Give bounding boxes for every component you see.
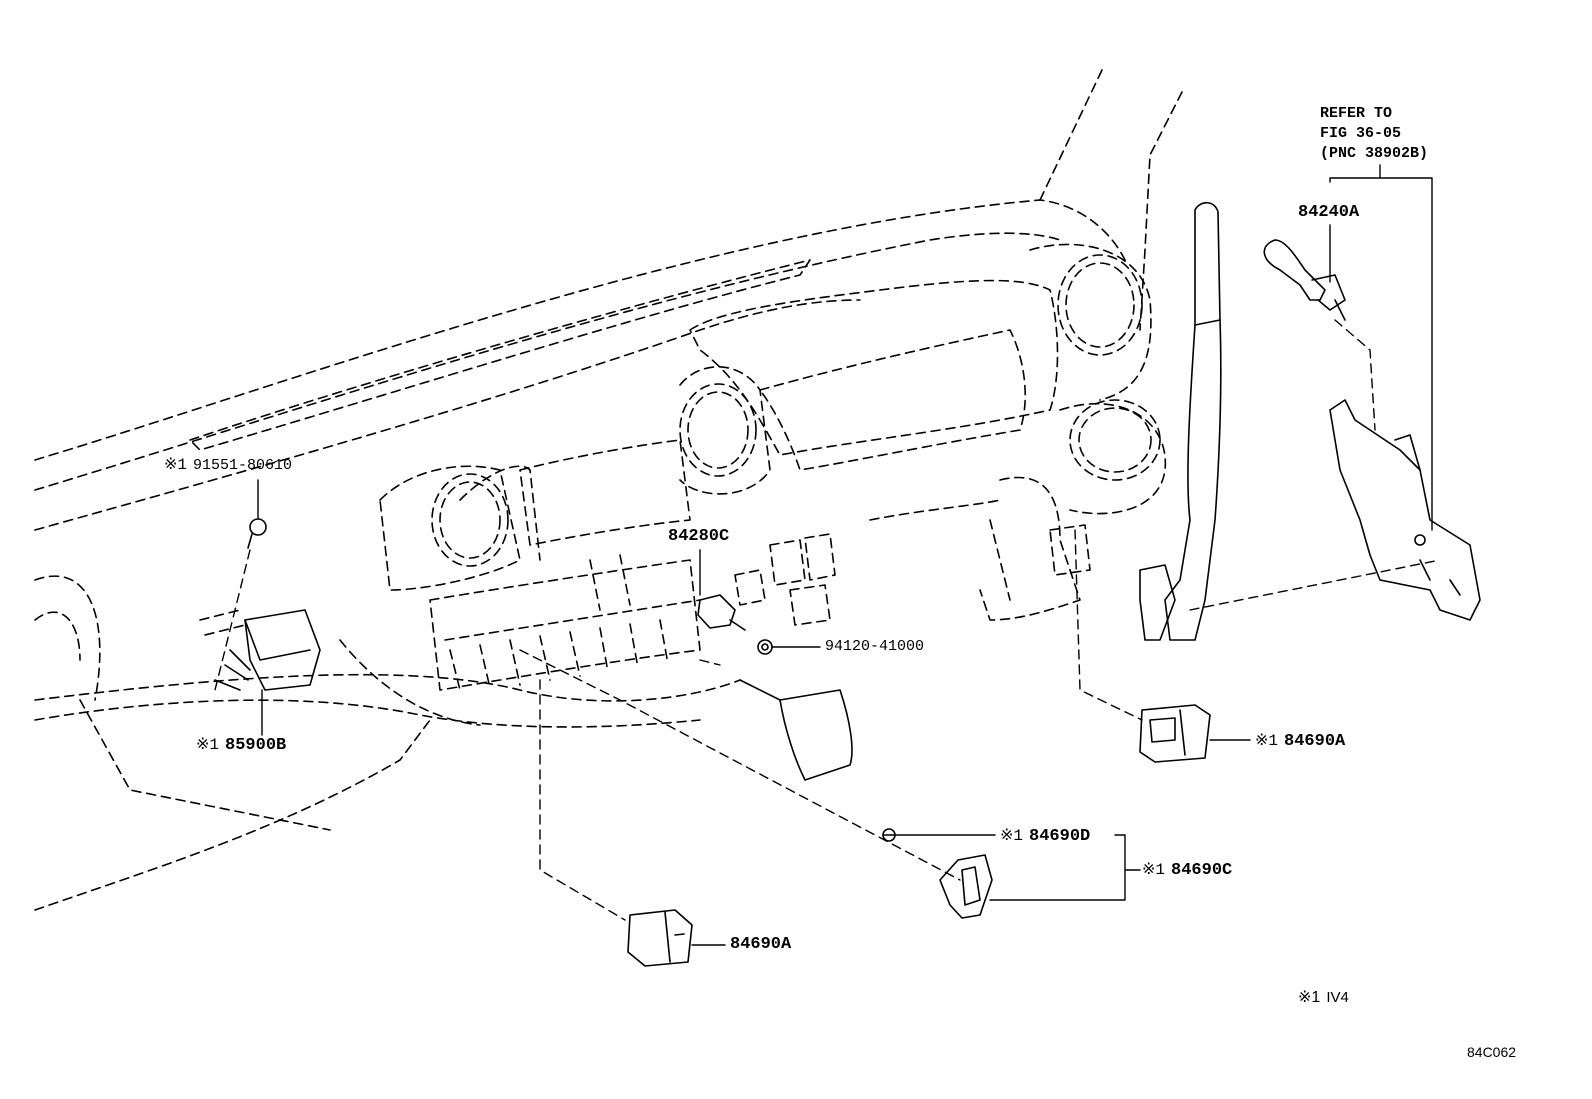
- clip-84690d: [882, 828, 896, 842]
- part-number: 84240A: [1298, 203, 1360, 222]
- footnote-text: IV4: [1326, 989, 1349, 1006]
- brake-warning-switch: [1263, 239, 1346, 321]
- part-label-94120-41000[interactable]: 94120-41000: [825, 637, 924, 657]
- part-label-84690c[interactable]: ※1 84690C: [1142, 860, 1232, 881]
- note-mark: ※1: [196, 736, 220, 754]
- part-label-84690a-right[interactable]: ※1 84690A: [1255, 731, 1345, 752]
- note-mark: ※1: [1000, 827, 1024, 845]
- switch-84690c: [939, 854, 993, 919]
- bolt-91551: [247, 518, 267, 549]
- nut-94120: [757, 639, 773, 655]
- part-number: 84690A: [730, 935, 792, 954]
- part-number: 84280C: [668, 527, 730, 546]
- figure-code: 84C062: [1467, 1044, 1517, 1060]
- label-leaders: [257, 164, 1433, 946]
- relay-85900b: [214, 609, 321, 691]
- note-mark: ※1: [1142, 861, 1166, 879]
- part-number: 94120-41000: [825, 638, 925, 655]
- switch-84690a-right: [1139, 704, 1211, 763]
- refer-note-line1: REFER TO: [1320, 105, 1393, 122]
- note-mark: ※1: [164, 456, 188, 474]
- part-label-84280c[interactable]: 84280C: [668, 527, 729, 547]
- switch-84690a-bottom: [627, 909, 693, 967]
- part-label-85900b[interactable]: ※1 85900B: [196, 735, 286, 756]
- instrument-panel-outline: [34, 69, 1183, 911]
- footnote-mark: ※1: [1298, 989, 1321, 1006]
- part-label-84240a[interactable]: 84240A: [1298, 203, 1359, 223]
- part-label-84690d[interactable]: ※1 84690D: [1000, 826, 1090, 847]
- brake-pedal: [779, 689, 853, 781]
- installation-lines: [214, 319, 1441, 921]
- refer-note-line2: FIG 36-05: [1320, 125, 1402, 142]
- part-number: 85900B: [225, 736, 287, 755]
- part-label-84690a-bottom[interactable]: 84690A: [730, 935, 791, 955]
- part-number: 84690D: [1029, 827, 1091, 846]
- part-number: 84690C: [1171, 861, 1233, 880]
- part-number: 91551-80610: [193, 457, 293, 474]
- parking-brake-lever: [1139, 201, 1222, 641]
- part-number: 84690A: [1284, 732, 1346, 751]
- sensor-84280c: [697, 594, 746, 631]
- part-label-91551-80610[interactable]: ※1 91551-80610: [164, 455, 292, 476]
- refer-note-line3: (PNC 38902B): [1320, 145, 1429, 162]
- brake-switch-bracket: [1329, 399, 1481, 621]
- note-mark: ※1: [1255, 732, 1279, 750]
- footnote: ※1 IV4: [1298, 988, 1349, 1008]
